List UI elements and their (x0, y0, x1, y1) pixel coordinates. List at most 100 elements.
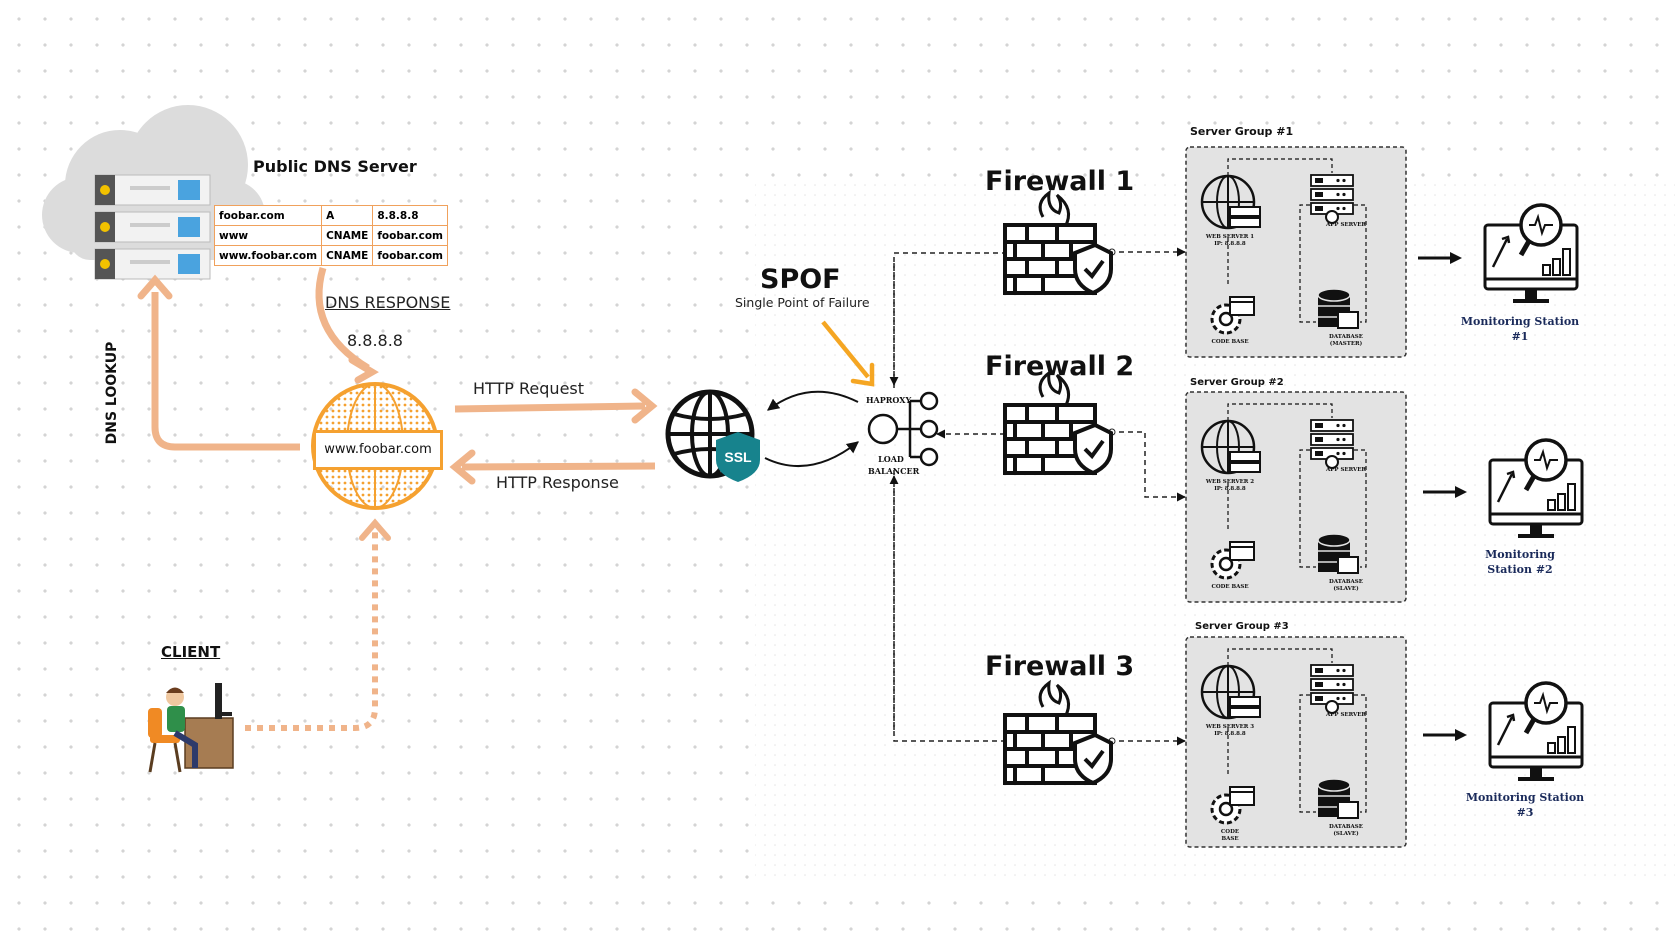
monitoring-arrow-3 (1423, 729, 1467, 741)
dns-record-value: 8.8.8.8 (372, 205, 448, 226)
dns-record-type: CNAME (321, 245, 374, 266)
load-balancer-label: LOAD BALANCER (868, 453, 920, 477)
app-server-icon (1310, 174, 1354, 224)
client-connection-line (245, 530, 378, 731)
firewall-icon-1 (1003, 189, 1113, 296)
database-icon (1317, 778, 1359, 819)
dns-lookup-label: DNS LOOKUP (104, 341, 120, 445)
code-base-label: CODE BASE (1211, 584, 1249, 590)
haproxy-label: HAPROXY (866, 395, 912, 405)
lb-to-firewall3-line (893, 470, 1005, 742)
code-base-icon (1210, 296, 1255, 335)
load-balancer-icon (867, 391, 939, 467)
http-response-arrowhead (449, 449, 476, 485)
web-server-name: WEB SERVER 3 (1205, 724, 1255, 730)
ssl-label: SSL (724, 449, 752, 465)
ip-address-label: 8.8.8.8 (347, 331, 403, 350)
server-group-2-internals (1200, 403, 1367, 580)
monitoring-station-3-label: Monitoring Station #3 (1465, 791, 1585, 819)
database-name: DATABASE (1329, 579, 1363, 585)
code-base-icon (1210, 541, 1255, 580)
app-server-label: APP SERVER (1325, 467, 1367, 473)
server-group-connectors (1227, 158, 1367, 323)
server-group-3-internals (1200, 648, 1367, 825)
dns-record-value: foobar.com (372, 225, 448, 246)
client-label: CLIENT (161, 643, 221, 661)
web-server-label: WEB SERVER 3 IP: 8.8.8.8 (1200, 724, 1260, 738)
monitoring-station-icon (1488, 681, 1584, 781)
database-icon (1317, 288, 1359, 329)
server-group-connectors (1227, 403, 1367, 568)
web-server-ip: IP: 8.8.8.8 (1214, 486, 1246, 492)
firewall2-to-group2-line (1110, 431, 1186, 502)
app-server-label: APP SERVER (1325, 222, 1367, 228)
spof-title: SPOF (760, 264, 841, 295)
dns-record-row: www.foobar.com CNAME foobar.com (213, 245, 448, 266)
spof-arrow (821, 320, 870, 379)
database-role: (SLAVE) (1333, 831, 1359, 837)
firewall-icon-3 (1003, 679, 1113, 786)
dns-record-row: foobar.com A 8.8.8.8 (213, 205, 448, 226)
dns-lookup-arrowhead (137, 274, 173, 300)
dns-record-type: CNAME (321, 225, 374, 246)
dns-record-name: www (213, 225, 323, 246)
dns-record-type: A (321, 205, 374, 226)
web-server-ip: IP: 8.8.8.8 (1214, 241, 1246, 247)
http-response-arrow (461, 462, 656, 471)
monitoring-arrow-2 (1423, 486, 1467, 498)
dns-records-table: foobar.com A 8.8.8.8 www CNAME foobar.co… (213, 205, 448, 266)
app-server-icon (1310, 664, 1354, 714)
monitoring-station-icon (1488, 438, 1584, 538)
database-label: DATABASE (SLAVE) (1316, 579, 1376, 593)
firewall-1-title: Firewall 1 (985, 166, 1135, 197)
web-server-ip: IP: 8.8.8.8 (1214, 731, 1246, 737)
server-group-1-title: Server Group #1 (1190, 125, 1294, 138)
client-connection-arrowhead (359, 518, 391, 541)
web-server-label: WEB SERVER 2 IP: 8.8.8.8 (1200, 479, 1260, 493)
http-request-arrow (454, 402, 646, 413)
code-base-label: CODE BASE (1220, 829, 1240, 842)
lb-to-globe-arrow (767, 390, 859, 411)
spof-arrowhead (850, 362, 875, 387)
server-group-connectors (1227, 648, 1367, 813)
app-server-label: APP SERVER (1325, 712, 1367, 718)
ssl-shield-icon (716, 432, 760, 482)
web-server-name: WEB SERVER 2 (1205, 479, 1255, 485)
web-server-name: WEB SERVER 1 (1205, 234, 1255, 240)
server-group-3-title: Server Group #3 (1195, 621, 1289, 632)
http-request-label: HTTP Request (473, 379, 585, 398)
app-server-icon (1310, 419, 1354, 469)
server-group-1-internals (1200, 158, 1367, 335)
load-balancer-label-line1: LOAD (878, 454, 904, 464)
dns-record-value: foobar.com (372, 245, 448, 266)
dns-response-arrow (315, 267, 370, 371)
database-role: (SLAVE) (1333, 586, 1359, 592)
code-base-icon (1210, 786, 1255, 825)
server-group-2-title: Server Group #2 (1190, 377, 1284, 388)
lb-to-firewall1-line (893, 252, 1005, 388)
database-role: (MASTER) (1329, 341, 1363, 347)
database-name: DATABASE (1329, 824, 1363, 830)
server-rack-icon (94, 174, 211, 280)
dns-record-row: www CNAME foobar.com (213, 225, 448, 246)
monitoring-arrow-1 (1418, 252, 1462, 264)
globe-to-lb-arrow (764, 441, 859, 468)
dns-response-label: DNS RESPONSE (325, 293, 451, 312)
client-desk-icon (148, 683, 234, 773)
database-label: DATABASE (MASTER) (1316, 334, 1376, 348)
load-balancer-label-line2: BALANCER (868, 466, 920, 476)
http-request-arrowhead (631, 388, 658, 424)
monitoring-station-icon (1483, 203, 1579, 303)
spof-subtitle: Single Point of Failure (735, 295, 870, 310)
monitoring-station-1-label: Monitoring Station #1 (1460, 315, 1580, 343)
database-label: DATABASE (SLAVE) (1316, 824, 1376, 838)
dns-server-title: Public DNS Server (253, 157, 417, 176)
dns-lookup-arrow (151, 292, 300, 451)
firewall-3-title: Firewall 3 (985, 651, 1135, 682)
http-response-label: HTTP Response (496, 473, 619, 492)
domain-label: www.foobar.com (313, 430, 443, 470)
code-base-label: CODE BASE (1211, 339, 1249, 345)
monitoring-station-2-label: Monitoring Station #2 (1485, 548, 1555, 576)
database-name: DATABASE (1329, 334, 1363, 340)
